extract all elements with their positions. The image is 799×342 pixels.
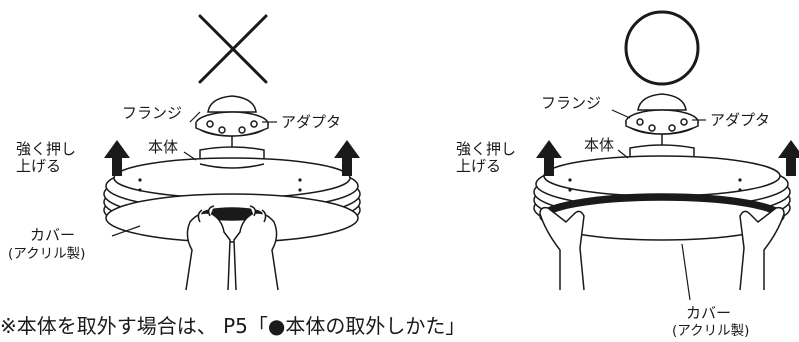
adapter-label: アダプタ <box>281 113 341 131</box>
body-label: 本体 <box>148 138 178 156</box>
body-dots <box>138 178 302 192</box>
cover-label-line2: (アクリル製) <box>672 323 749 339</box>
leader-lines <box>111 111 277 237</box>
push-up-label-line1: 強く押し <box>16 140 76 158</box>
body-dots <box>568 178 742 192</box>
cover-label-line2: (アクリル製) <box>8 246 85 262</box>
adapter <box>625 93 699 148</box>
incorrect-panel: フランジ アダプタ 強く押し 上げる 本体 カバー (アクリル製) <box>8 14 361 291</box>
cover <box>539 193 785 241</box>
cover-label-line1: カバー <box>30 226 75 244</box>
correct-mark-icon <box>624 10 700 86</box>
hands <box>185 205 279 291</box>
push-up-arrow-right-icon <box>334 140 360 176</box>
correct-panel: フランジ アダプタ 強く押し 上げる 本体 カバー (アクリル製) <box>456 10 799 339</box>
push-up-label-line1: 強く押し <box>456 140 516 158</box>
push-up-label-line2: 上げる <box>456 157 501 175</box>
cover <box>105 193 359 243</box>
incorrect-mark-icon <box>198 14 268 84</box>
leader-lines <box>611 109 706 301</box>
push-up-arrow-left-icon <box>536 140 562 176</box>
push-up-arrow-right-icon <box>778 140 799 176</box>
body-label: 本体 <box>584 136 614 154</box>
hands <box>539 206 785 291</box>
adapter <box>195 95 269 150</box>
footnote: ※本体を取外す場合は、 P5「●本体の取外しかた」 <box>0 314 465 338</box>
push-up-label-line2: 上げる <box>16 157 61 175</box>
cover-label-line1: カバー <box>686 304 731 322</box>
flange-label: フランジ <box>122 104 182 122</box>
adapter-label: アダプタ <box>710 111 770 129</box>
flange-label: フランジ <box>541 94 601 112</box>
push-up-arrow-left-icon <box>104 140 130 176</box>
